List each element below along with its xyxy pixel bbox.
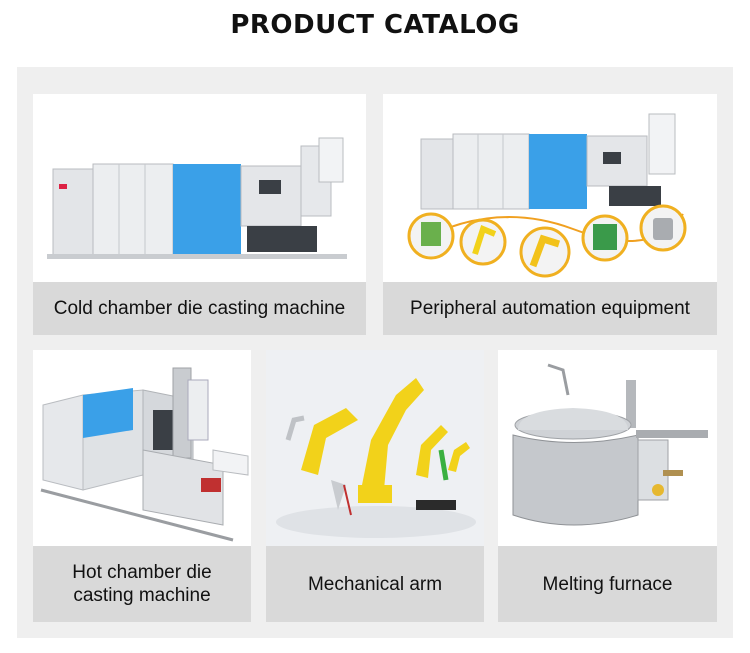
product-label: Melting furnace	[498, 546, 717, 622]
product-card-mechanical-arm[interactable]: Mechanical arm	[266, 350, 484, 622]
catalog-panel: Cold chamber die casting machine	[17, 67, 733, 638]
melting-furnace-image	[498, 350, 717, 546]
product-card-cold-chamber[interactable]: Cold chamber die casting machine	[33, 94, 366, 335]
product-card-hot-chamber[interactable]: Hot chamber die casting machine	[33, 350, 251, 622]
product-card-peripheral-automation[interactable]: Peripheral automation equipment	[383, 94, 717, 335]
product-label-line2: casting machine	[73, 585, 211, 606]
product-label-line1: Hot chamber die	[72, 562, 212, 583]
hot-chamber-machine-image	[33, 350, 251, 546]
product-label: Hot chamber die casting machine	[33, 546, 251, 622]
product-card-melting-furnace[interactable]: Melting furnace	[498, 350, 717, 622]
product-label: Mechanical arm	[266, 546, 484, 622]
mechanical-arm-image	[266, 350, 484, 546]
cold-chamber-machine-image	[33, 94, 366, 282]
peripheral-automation-image	[383, 94, 717, 282]
product-label: Cold chamber die casting machine	[33, 282, 366, 335]
product-label: Peripheral automation equipment	[383, 282, 717, 335]
page-title: PRODUCT CATALOG	[230, 10, 520, 40]
